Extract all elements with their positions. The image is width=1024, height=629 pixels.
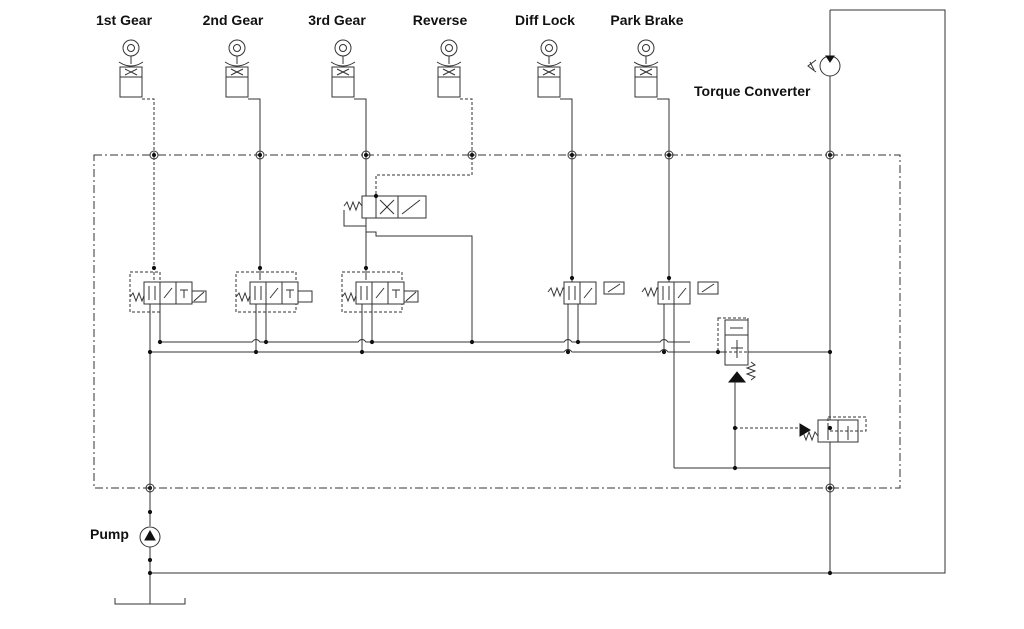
label-3rd-gear: 3rd Gear (308, 12, 366, 28)
label-diff-lock: Diff Lock (515, 12, 575, 28)
pump-icon (139, 526, 161, 548)
actuator-1st-gear (118, 39, 144, 98)
control-block-outline (93, 154, 901, 489)
reverse-selector-valve (343, 195, 473, 342)
valve-park-brake (641, 281, 719, 305)
torque-converter-valve (735, 416, 867, 443)
actuator-park-brake (633, 39, 659, 98)
return-manifold (160, 339, 690, 343)
label-park-brake: Park Brake (610, 12, 684, 28)
label-reverse: Reverse (412, 12, 468, 28)
valve-2nd-gear (235, 271, 313, 313)
torque-converter-motor-icon (807, 55, 841, 77)
actuator-reverse (436, 39, 462, 98)
valve-diff-lock (547, 281, 625, 305)
label-pump: Pump (90, 526, 129, 542)
actuator-2nd-gear (224, 39, 250, 98)
label-1st-gear: 1st Gear (95, 12, 153, 28)
actuator-diff-lock (536, 39, 562, 98)
pressure-manifold (150, 349, 830, 353)
valve-1st-gear (129, 271, 207, 313)
label-torque-converter: Torque Converter (694, 83, 811, 99)
pressure-regulator-valve (717, 317, 756, 468)
valve-3rd-gear (341, 271, 419, 313)
label-2nd-gear: 2nd Gear (202, 12, 264, 28)
actuator-3rd-gear (330, 39, 356, 98)
